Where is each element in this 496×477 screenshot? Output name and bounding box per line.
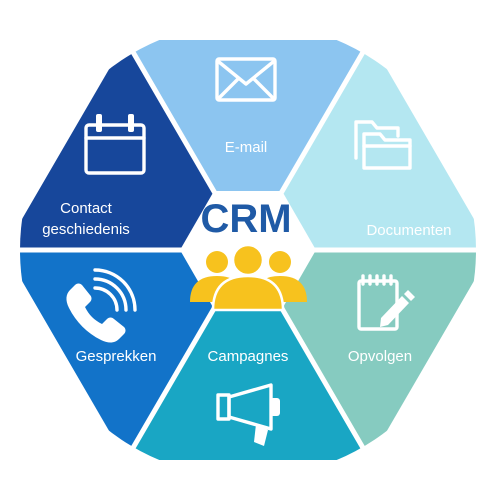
people-group-icon <box>190 243 307 312</box>
calendar-icon <box>84 114 146 175</box>
notepad-pencil-icon <box>357 274 415 331</box>
folders-icon <box>354 120 412 170</box>
segment-campagnes[interactable] <box>126 250 370 460</box>
segment-label-campagnes: Campagnes <box>208 348 289 365</box>
segment-label-email: E-mail <box>225 139 268 156</box>
segment-label-opvolgen: Opvolgen <box>348 348 412 365</box>
segment-email[interactable] <box>126 40 370 250</box>
center-title: CRM <box>200 197 291 241</box>
segment-label-geschiedenis: geschiedenis <box>42 221 130 238</box>
segment-label-documenten: Documenten <box>366 222 451 239</box>
phone-call-icon <box>66 268 137 343</box>
megaphone-icon <box>216 383 280 446</box>
segment-opvolgen[interactable] <box>248 250 492 460</box>
envelope-icon <box>215 57 277 102</box>
segment-label-contact: Contact <box>60 200 113 217</box>
segment-gesprekken[interactable] <box>4 250 248 460</box>
segment-contact-geschiedenis[interactable] <box>4 40 248 250</box>
segment-label-gesprekken: Gesprekken <box>76 348 157 365</box>
